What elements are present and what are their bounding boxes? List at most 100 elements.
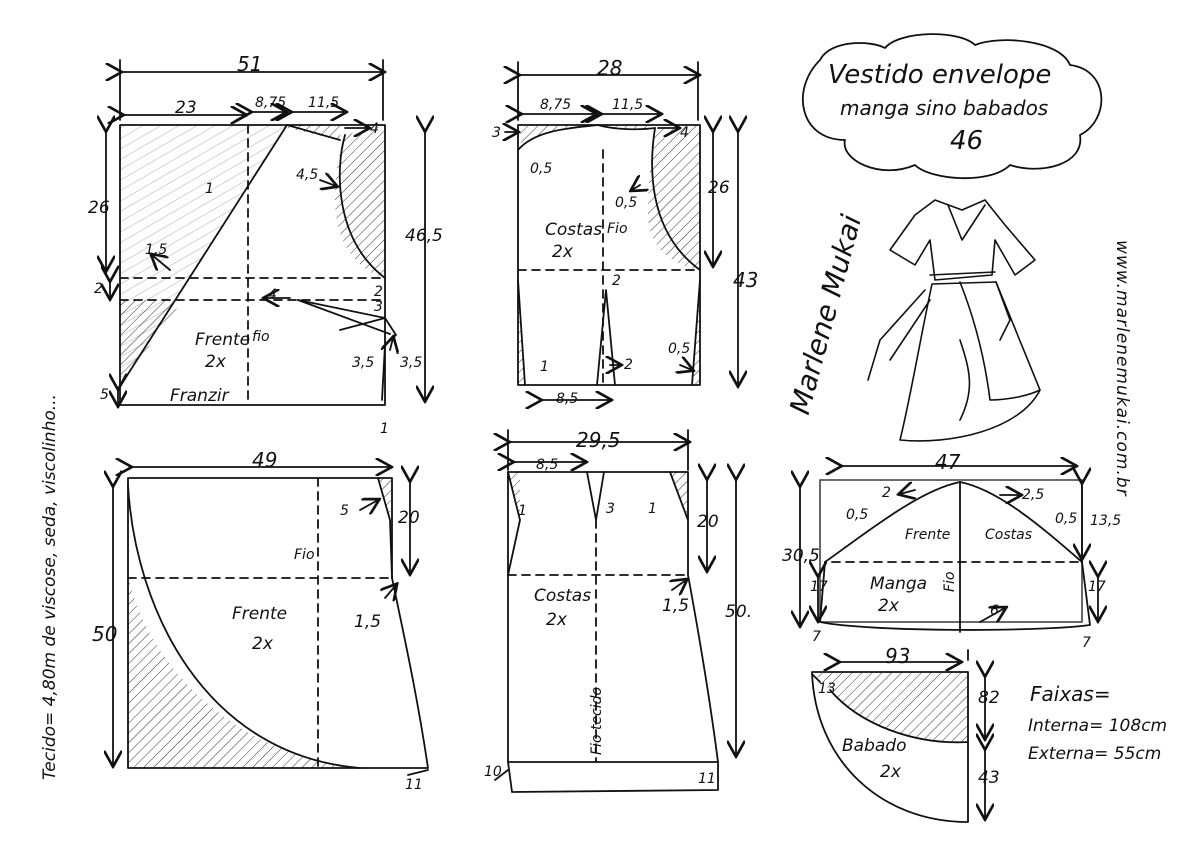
dress-illustration: [867, 199, 1041, 442]
back-bodice-piece: [505, 61, 738, 400]
back-bodice-height: 26: [708, 178, 730, 198]
back-bodice-arm: 0,5: [615, 195, 638, 211]
back-bodice-left-ext: 3: [492, 125, 501, 141]
front-bodice-mark-1b: 1: [380, 421, 389, 437]
front-bodice-height: 26: [88, 198, 110, 218]
ruffle-count: 2x: [880, 762, 901, 782]
front-bodice-width: 51: [237, 52, 263, 76]
sleeve-width: 47: [935, 450, 961, 474]
sleeve-right-7: 7: [1082, 635, 1091, 651]
back-bodice-mark-1: 1: [540, 359, 549, 375]
sleeve-label: Manga: [870, 574, 928, 594]
back-bodice-neck: 0,5: [530, 161, 553, 177]
sleeve-right-17: 17: [1088, 579, 1106, 595]
front-bodice-right-ext: 4: [370, 121, 379, 137]
sleeve-left-7: 7: [812, 629, 821, 645]
bands-external: Externa= 55cm: [1028, 744, 1162, 764]
back-bodice-side: 0,5: [668, 341, 691, 357]
front-skirt-mark-5: 5: [340, 503, 349, 519]
back-skirt-mark-1b: 1: [648, 501, 657, 517]
front-bodice-mark-1: 1: [205, 181, 214, 197]
back-bodice-dart-bottom: 2: [624, 357, 633, 373]
back-bodice-total-h: 43: [733, 268, 759, 292]
ruffle-width: 93: [885, 644, 911, 668]
front-skirt-mark-15: 1,5: [354, 612, 382, 632]
back-bodice-seg-b: 11,5: [612, 97, 644, 113]
bands-internal: Interna= 108cm: [1028, 716, 1168, 736]
website-url: www.marlenemukai.com.br: [1112, 240, 1132, 497]
sleeve-side-h: 13,5: [1090, 513, 1122, 529]
ruffle-piece: [811, 649, 985, 823]
front-skirt-grain: Fio: [294, 547, 315, 563]
back-bodice-label: Costas: [545, 220, 603, 240]
front-bodice-piece: [106, 59, 425, 405]
front-bodice-mark-15: 1,5: [145, 242, 168, 258]
ruffle-label: Babado: [842, 736, 907, 756]
front-skirt-hem: 11: [405, 777, 423, 793]
ruffle-h-82: 82: [978, 688, 1000, 708]
front-bodice-small-h: 2: [94, 281, 103, 297]
front-bodice-total-h: 46,5: [405, 226, 443, 246]
front-bodice-seg-b: 8,75: [255, 95, 287, 111]
sleeve-left-17: 17: [810, 579, 828, 595]
front-skirt-height: 50: [92, 622, 118, 646]
front-bodice-dart-b: 3,5: [400, 355, 423, 371]
sleeve-mark-6: 6: [990, 603, 999, 619]
back-skirt-mark-15: 1,5: [662, 596, 690, 616]
front-bodice-dart-a: 3,5: [352, 355, 375, 371]
back-skirt-top-h: 20: [697, 512, 719, 532]
sleeve-mark-25: 2,5: [1022, 487, 1045, 503]
back-bodice-count: 2x: [552, 242, 573, 262]
front-bodice-grain: fio: [252, 329, 270, 345]
back-skirt-height: 50.: [725, 602, 753, 622]
front-bodice-label: Frente: [195, 330, 251, 350]
sleeve-grain: Fio: [942, 571, 958, 592]
ruffle-mark-13: 13: [818, 681, 836, 697]
front-bodice-neck-drop: 4,5: [296, 167, 319, 183]
front-bodice-mark-3: 3: [374, 299, 383, 315]
back-bodice-dart-width: 8,5: [556, 391, 579, 407]
front-bodice-mark-2: 2: [374, 284, 383, 300]
front-bodice-mark-4: 4: [268, 287, 277, 303]
back-bodice-seg-a: 8,75: [540, 97, 572, 113]
front-bodice-mark-5: 5: [100, 387, 109, 403]
back-skirt-hem-left: 10: [484, 764, 502, 780]
front-skirt-label: Frente: [232, 604, 288, 624]
bands-label: Faixas=: [1030, 682, 1111, 706]
front-skirt-count: 2x: [252, 634, 273, 654]
title-cloud: [802, 33, 1103, 180]
front-bodice-seg-c: 11,5: [308, 95, 340, 111]
back-skirt-mark-1a: 1: [518, 503, 527, 519]
sleeve-piece: [800, 466, 1098, 633]
back-skirt-grain: Fio tecido: [589, 686, 605, 755]
sleeve-back-label: Costas: [985, 527, 1032, 543]
front-bodice-seg-a: 23: [175, 98, 197, 118]
ruffle-h-43: 43: [978, 768, 1000, 788]
back-skirt-label: Costas: [534, 586, 592, 606]
sleeve-count: 2x: [878, 596, 899, 616]
sleeve-height: 30,5: [782, 546, 820, 566]
back-skirt-width: 29,5: [576, 428, 621, 452]
back-skirt-seg: 8,5: [536, 457, 559, 473]
title-line-1: Vestido envelope: [828, 60, 1052, 90]
back-skirt-hem-right: 11: [698, 771, 716, 787]
back-skirt-piece: [495, 429, 736, 793]
sleeve-left-05: 0,5: [846, 507, 869, 523]
sleeve-right-05: 0,5: [1055, 511, 1078, 527]
back-skirt-mark-3: 3: [606, 501, 615, 517]
front-skirt-width: 49: [252, 448, 278, 472]
back-bodice-right-ext: 4: [680, 125, 689, 141]
front-bodice-gather: Franzir: [170, 386, 229, 406]
front-skirt-top-h: 20: [398, 508, 420, 528]
sleeve-mark-2: 2: [882, 485, 891, 501]
fabric-note: Tecido= 4,80m de viscose, seda, viscolin…: [40, 394, 60, 780]
back-bodice-dart-top: 2: [612, 273, 621, 289]
front-bodice-count: 2x: [205, 352, 226, 372]
sleeve-front-label: Frente: [905, 527, 951, 543]
title-line-2: manga sino babados: [840, 96, 1049, 120]
front-skirt-piece: [113, 467, 429, 776]
back-skirt-count: 2x: [546, 610, 567, 630]
title-size: 46: [950, 126, 984, 156]
back-bodice-grain: Fio: [607, 221, 628, 237]
